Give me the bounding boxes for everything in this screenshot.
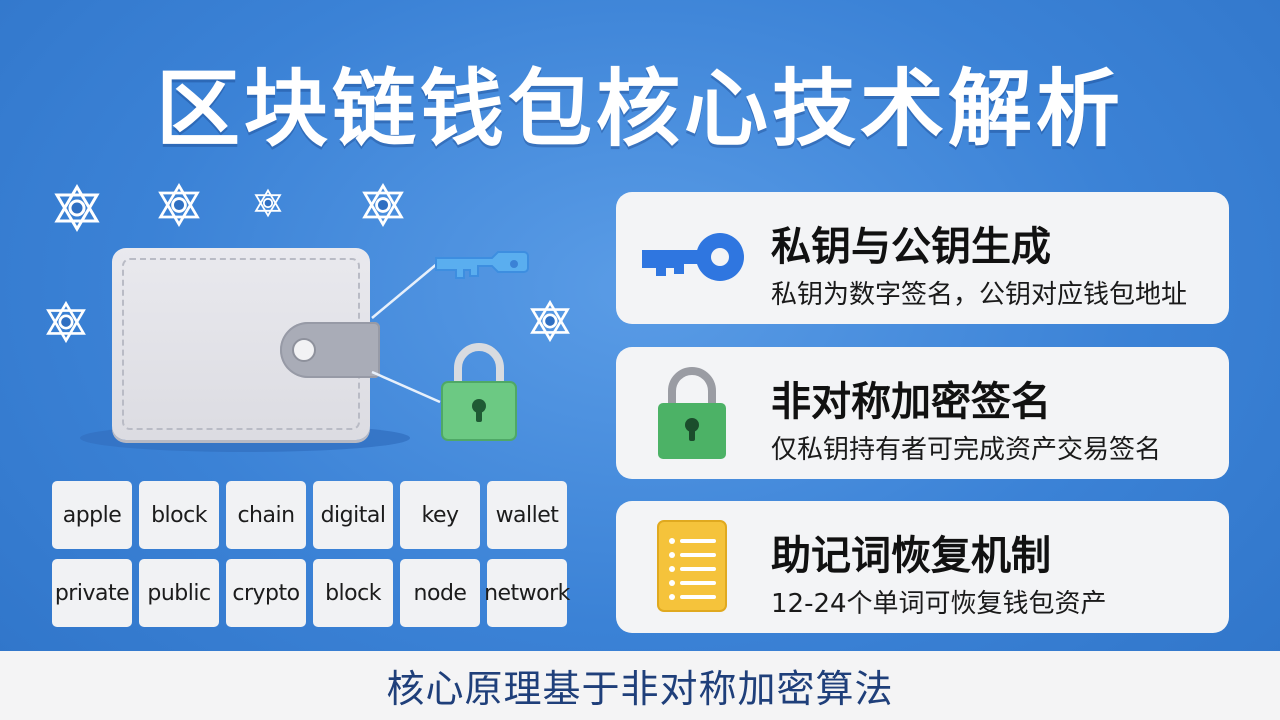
mnemonic-word: block — [139, 481, 219, 549]
mnemonic-word: apple — [52, 481, 132, 549]
card-description: 仅私钥持有者可完成资产交易签名 — [771, 435, 1162, 465]
feature-card-keys: 私钥与公钥生成 私钥为数字签名，公钥对应钱包地址 — [616, 192, 1229, 324]
mnemonic-word: public — [139, 559, 219, 627]
wallet-button — [292, 338, 316, 362]
feature-card-mnemonic: 助记词恢复机制 12-24个单词可恢复钱包资产 — [616, 501, 1229, 633]
footer-caption: 核心原理基于非对称加密算法 — [0, 651, 1280, 720]
mnemonic-word: block — [313, 559, 393, 627]
sparkle-icon — [530, 299, 570, 343]
page-title: 区块链钱包核心技术解析 — [155, 60, 1124, 158]
mnemonic-word: key — [400, 481, 480, 549]
sparkle-icon — [254, 188, 282, 218]
sparkle-icon — [54, 184, 100, 232]
padlock-icon — [441, 343, 517, 441]
mnemonic-word: private — [52, 559, 132, 627]
mnemonic-word: wallet — [487, 481, 567, 549]
mnemonic-word: chain — [226, 481, 306, 549]
mnemonic-word-grid: apple block chain digital key wallet pri… — [52, 481, 572, 627]
padlock-icon — [658, 367, 726, 459]
feature-card-signature: 非对称加密签名 仅私钥持有者可完成资产交易签名 — [616, 347, 1229, 479]
sparkle-icon — [46, 300, 86, 344]
mnemonic-word: network — [484, 559, 570, 627]
wallet-clasp — [280, 322, 380, 378]
mnemonic-word: crypto — [226, 559, 306, 627]
card-title: 助记词恢复机制 — [771, 533, 1051, 579]
checklist-icon — [657, 520, 727, 612]
wallet-illustration — [112, 248, 380, 440]
card-title: 非对称加密签名 — [771, 379, 1051, 425]
card-description: 私钥为数字签名，公钥对应钱包地址 — [771, 280, 1188, 310]
sparkle-icon — [362, 182, 404, 228]
mnemonic-word: node — [400, 559, 480, 627]
key-icon — [642, 233, 744, 281]
sparkle-icon — [158, 182, 200, 228]
card-title: 私钥与公钥生成 — [771, 224, 1051, 270]
mnemonic-word: digital — [313, 481, 393, 549]
card-description: 12-24个单词可恢复钱包资产 — [771, 589, 1107, 619]
key-icon — [435, 251, 529, 279]
